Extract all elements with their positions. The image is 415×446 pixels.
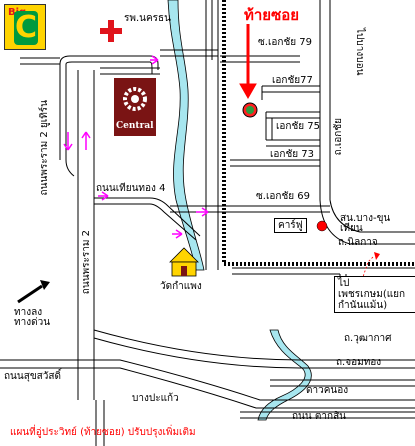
destination-marker-icon (242, 102, 258, 118)
label-soi77: เอกชัย77 (272, 75, 313, 86)
label-taksin: ถนน ตากสิน (292, 411, 347, 422)
map-title: ท้ายซอย (244, 6, 300, 24)
label-thianthong: ถนนเทียนทอง 4 (96, 183, 166, 194)
hospital-cross-icon (100, 20, 122, 42)
label-soi75: เอกชัย 75 (276, 121, 321, 132)
label-expressway: ทางลงทางด่วน (14, 307, 51, 328)
label-soi69: ซ.เอกชัย 69 (256, 191, 310, 202)
label-rama2-uturn: ถนนพระราม 2 ยูเทิร์น (39, 100, 50, 196)
ekachai-road (205, 0, 213, 270)
expressway-arrow-icon (17, 280, 50, 304)
label-soi79: ซ.เอกชัย 79 (258, 37, 312, 48)
label-rama2: ถนนพระราม 2 (81, 230, 92, 295)
railway (222, 0, 415, 266)
label-to-phetkasem: ไปเพชรเกษม(แยกกำนันแม้น) (334, 276, 415, 313)
label-bangpakaeo: บางปะแก้ว (132, 393, 179, 404)
central-emblem-icon (123, 87, 147, 111)
label-to-bangbon: ไปบางบอน (354, 28, 365, 76)
label-suksawat: ถนนสุขสวัสดิ์ (4, 371, 61, 382)
big-c-logo: Big C (4, 4, 46, 50)
label-wat: วัดกำแพง (160, 281, 202, 292)
direction-arrows (63, 55, 209, 239)
map-footer: แผนที่อู่ประวิทย์ (ท้ายซอย) ปรับปรุงเพิ่… (10, 427, 196, 438)
label-ekachai: ถ.เอกชัย (333, 118, 344, 156)
label-chomthong: ถ.จอมทอง (336, 357, 382, 368)
label-hospital: รพ.นครธน (124, 13, 171, 24)
canal (167, 0, 205, 271)
label-soi73: เอกชัย 73 (270, 149, 315, 160)
police-dot-icon (316, 220, 328, 232)
label-police-station: สน.บาง-ขุนเทียน (340, 213, 391, 234)
destination-arrow-icon (239, 24, 257, 100)
label-carrefour: คาร์ฟู (274, 218, 307, 233)
phetkasem-direction-arrow-icon (361, 252, 380, 281)
central-logo: Central (114, 78, 156, 136)
central-label: Central (116, 121, 154, 131)
canal-lower (257, 329, 312, 421)
temple-icon (169, 247, 199, 277)
label-wutthakat: ถ.วุฒากาศ (344, 333, 392, 344)
label-daokhanong: ดาวคนอง (306, 385, 349, 396)
label-nilkat: ถ.นิลกาจ (338, 237, 378, 248)
big-c-letter: C (14, 10, 38, 45)
